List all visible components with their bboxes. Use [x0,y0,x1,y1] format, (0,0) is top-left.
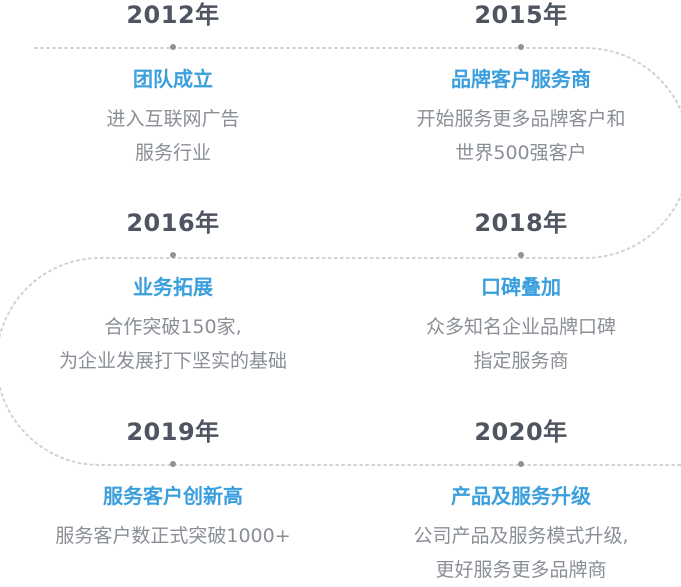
milestone-year: 2018年 [474,209,568,237]
milestone-year: 2020年 [474,418,568,446]
milestone-description: 合作突破150家, 为企业发展打下坚实的基础 [13,310,333,378]
milestone-description: 进入互联网广告 服务行业 [13,102,333,170]
milestone-description: 开始服务更多品牌客户和 世界500强客户 [361,102,681,170]
milestone-title: 服务客户创新高 [103,484,243,508]
milestone-title: 业务拓展 [133,275,213,299]
description-line: 指定服务商 [473,350,569,372]
description-line: 服务行业 [134,142,211,164]
description-line: 合作突破150家, [104,316,242,338]
description-line: 世界500强客户 [455,142,587,164]
description-line: 进入互联网广告 [106,108,240,130]
milestone-dot [518,461,524,467]
milestone-description: 服务客户数正式突破1000+ [13,519,333,553]
milestone-dot [170,44,176,50]
milestone-title: 口碑叠加 [481,275,561,299]
milestone-year: 2012年 [126,1,220,29]
description-line: 开始服务更多品牌客户和 [416,108,626,130]
milestone-title: 品牌客户服务商 [451,67,591,91]
timeline-dotted-line [0,47,681,466]
milestone-description: 公司产品及服务模式升级, 更好服务更多品牌商 [361,519,681,587]
description-line: 为企业发展打下坚实的基础 [58,350,287,372]
description-line: 众多知名企业品牌口碑 [425,316,616,338]
milestone-title: 团队成立 [133,67,213,91]
description-line: 更好服务更多品牌商 [435,559,607,581]
milestone-dot [518,44,524,50]
milestone-year: 2015年 [474,1,568,29]
description-line: 公司产品及服务模式升级, [413,525,629,547]
milestone-dot [170,461,176,467]
milestone-dot [170,252,176,258]
milestone-description: 众多知名企业品牌口碑 指定服务商 [361,310,681,378]
milestone-dot [518,252,524,258]
milestone-year: 2019年 [126,418,220,446]
milestone-title: 产品及服务升级 [451,484,591,508]
description-line: 服务客户数正式突破1000+ [55,525,291,547]
milestone-year: 2016年 [126,209,220,237]
